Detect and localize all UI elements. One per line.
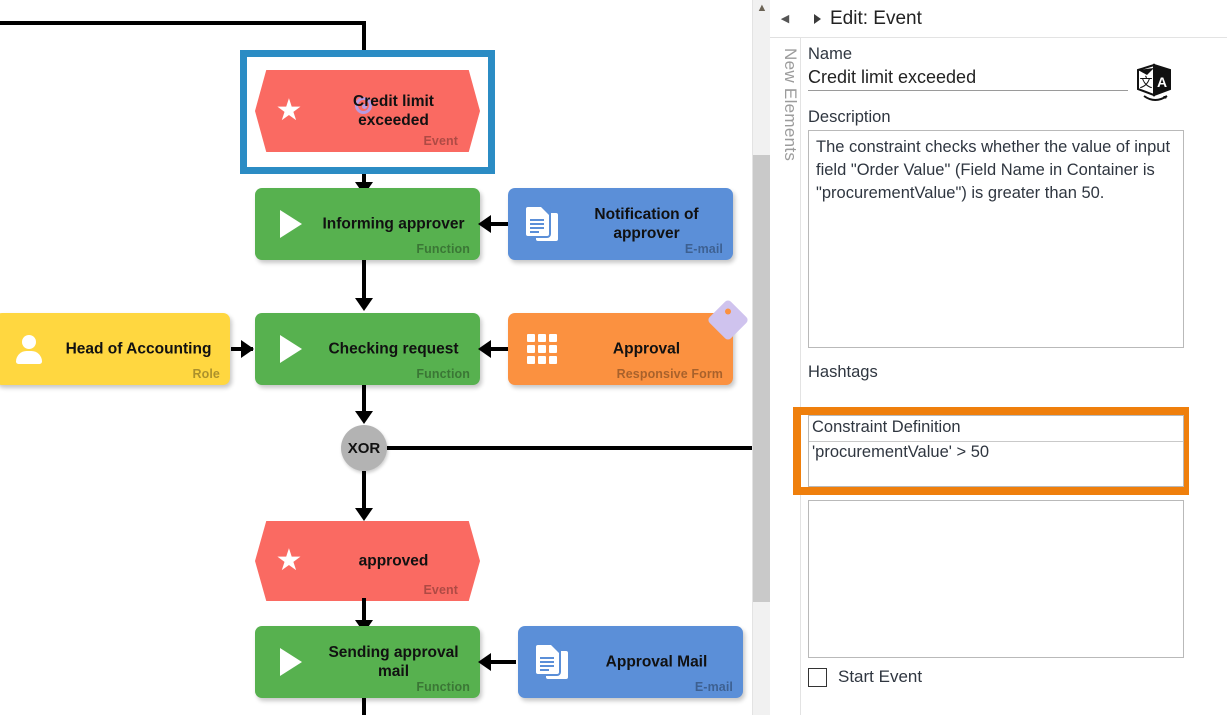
node-type-label: E-mail <box>684 242 723 256</box>
connector-arrow-checking-right <box>241 340 254 358</box>
constraint-definition-label: Constraint Definition <box>812 418 961 436</box>
panel-header[interactable]: Edit: Event <box>800 0 1227 38</box>
connector-arrow-xor <box>355 411 373 424</box>
tag-badge-icon <box>706 298 750 342</box>
node-label: Approval Mail <box>605 653 708 671</box>
start-event-label: Start Event <box>838 667 923 686</box>
svg-text:文: 文 <box>1139 76 1152 91</box>
grid-icon <box>522 329 562 369</box>
name-input[interactable] <box>808 64 1128 91</box>
node-label: Informing approver <box>322 215 465 233</box>
connector-sending-bottom <box>362 698 366 715</box>
panel-left-divider <box>800 37 801 715</box>
constraint-definition-value[interactable]: 'procurementValue' > 50 <box>812 443 990 461</box>
node-approved[interactable]: ★ approved Event <box>255 521 480 601</box>
node-credit-limit-exceeded[interactable]: ★ Credit limit exceeded Event <box>255 70 480 152</box>
translate-icon[interactable]: 文 A <box>1134 62 1176 106</box>
chevron-up-icon[interactable]: ▲ <box>756 2 768 14</box>
canvas-vertical-scrollbar[interactable]: ▲ <box>752 0 771 715</box>
chevron-left-icon[interactable]: ◀ <box>770 0 800 38</box>
constraint-definition-underline <box>809 441 1183 442</box>
node-type-label: Responsive Form <box>616 367 723 381</box>
panel-title: Edit: Event <box>830 7 922 29</box>
start-event-row[interactable]: Start Event <box>808 667 922 687</box>
triangle-right-icon[interactable] <box>814 13 821 24</box>
constraint-definition-field[interactable] <box>808 415 1184 487</box>
document-icon <box>532 642 572 682</box>
node-sending-approval-mail[interactable]: Sending approval mail Function <box>255 626 480 698</box>
node-type-label: E-mail <box>694 680 733 694</box>
click-indicator-icon <box>355 97 372 114</box>
node-label: Head of Accounting <box>65 340 212 358</box>
node-approval-mail[interactable]: Approval Mail E-mail <box>518 626 743 698</box>
connector-xor-right-branch <box>387 446 752 450</box>
node-notification-of-approver[interactable]: Notification of approver E-mail <box>508 188 733 260</box>
node-checking-request[interactable]: Checking request Function <box>255 313 480 385</box>
connector-approvalmail-to-sending <box>483 660 516 664</box>
connector-arrow-approved <box>355 508 373 521</box>
connector-approved-to-sending <box>362 598 366 624</box>
start-event-checkbox[interactable] <box>808 667 827 687</box>
node-type-label: Event <box>423 583 458 597</box>
connector-top-horizontal <box>0 21 365 25</box>
node-type-label: Event <box>423 134 458 148</box>
event-shape <box>255 521 480 601</box>
connector-event-to-informing <box>362 174 366 186</box>
description-label: Description <box>808 108 891 126</box>
play-icon <box>269 204 309 244</box>
connector-informing-to-checking <box>362 260 366 300</box>
node-head-of-accounting[interactable]: Head of Accounting Role <box>0 313 230 385</box>
node-label: Notification of approver <box>594 206 699 242</box>
node-label: Approval <box>612 340 681 358</box>
gateway-label: XOR <box>347 439 381 457</box>
node-label: Sending approval mail <box>328 644 459 680</box>
star-icon: ★ <box>275 544 303 577</box>
connector-arrow-informing-left <box>478 215 491 233</box>
description-textarea[interactable] <box>808 130 1184 348</box>
document-icon <box>522 204 562 244</box>
node-label: Checking request <box>328 340 459 358</box>
new-elements-label: New Elements <box>781 48 800 162</box>
node-type-label: Role <box>192 367 220 381</box>
node-type-label: Function <box>416 367 470 381</box>
connector-notification-to-informing <box>483 222 511 226</box>
star-icon: ★ <box>275 94 303 127</box>
connector-xor-to-approved <box>362 471 366 513</box>
node-xor-gateway[interactable]: XOR <box>341 425 387 471</box>
person-icon <box>9 329 49 369</box>
node-type-label: Function <box>416 680 470 694</box>
connector-checking-to-xor <box>362 385 366 413</box>
node-type-label: Function <box>416 242 470 256</box>
scrollbar-thumb[interactable] <box>753 155 771 602</box>
node-informing-approver[interactable]: Informing approver Function <box>255 188 480 260</box>
svg-text:A: A <box>1157 74 1167 90</box>
connector-arrow-checking <box>355 298 373 311</box>
hashtags-label: Hashtags <box>808 363 878 381</box>
new-elements-tab[interactable]: ◀ New Elements <box>770 0 801 715</box>
node-label: approved <box>358 552 429 570</box>
connector-arrow-sending-left <box>478 653 491 671</box>
connector-arrow-checking-left <box>478 340 491 358</box>
node-approval[interactable]: Approval Responsive Form <box>508 298 750 385</box>
connector-top-vertical <box>362 21 366 58</box>
node-label: Credit limit exceeded <box>353 93 434 129</box>
play-icon <box>269 329 309 369</box>
additional-textarea[interactable] <box>808 500 1184 658</box>
name-label: Name <box>808 45 853 63</box>
play-icon <box>269 642 309 682</box>
connector-approval-to-checking <box>483 347 511 351</box>
process-diagram-canvas[interactable]: ★ Credit limit exceeded Event Informing … <box>0 0 752 715</box>
